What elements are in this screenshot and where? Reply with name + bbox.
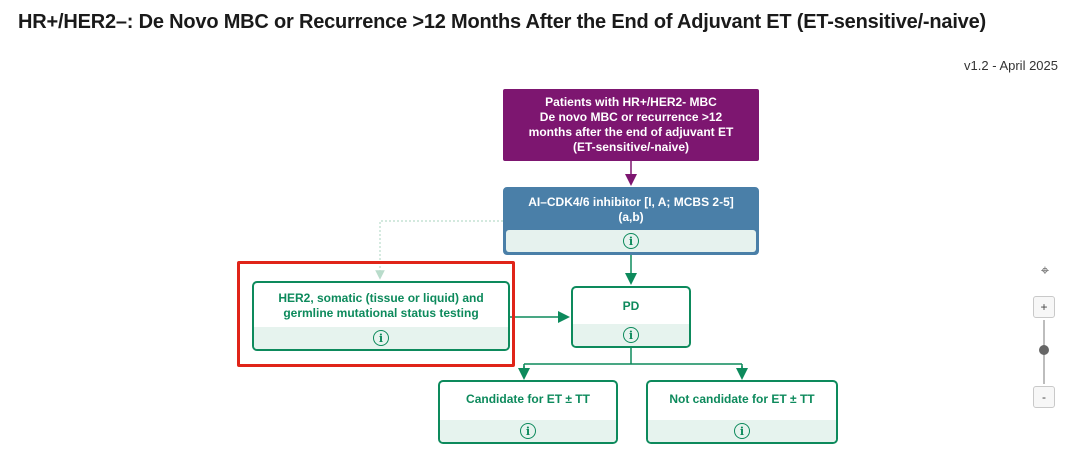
zoom-slider-handle[interactable] <box>1039 345 1049 355</box>
candidate-node[interactable]: Candidate for ET ± TT i <box>438 380 618 444</box>
info-icon[interactable]: i <box>373 330 389 346</box>
her2-testing-node[interactable]: HER2, somatic (tissue or liquid) and ger… <box>252 281 510 351</box>
version-label: v1.2 - April 2025 <box>964 58 1058 73</box>
treatment-info-bar: i <box>506 230 756 252</box>
info-icon[interactable]: i <box>520 423 536 439</box>
connector-pd-split <box>523 348 743 373</box>
candidate-info-bar: i <box>440 420 616 442</box>
info-icon[interactable]: i <box>623 327 639 343</box>
page-title: HR+/HER2–: De Novo MBC or Recurrence >12… <box>18 11 986 33</box>
zoom-out-button[interactable]: - <box>1033 386 1055 408</box>
her2-testing-node-text: HER2, somatic (tissue or liquid) and ger… <box>278 291 484 320</box>
pd-node[interactable]: PD i <box>571 286 691 348</box>
start-node-text: Patients with HR+/HER2- MBC De novo MBC … <box>528 95 734 154</box>
info-icon[interactable]: i <box>734 423 750 439</box>
info-icon[interactable]: i <box>623 233 639 249</box>
start-node[interactable]: Patients with HR+/HER2- MBC De novo MBC … <box>503 89 759 161</box>
pd-node-label: PD <box>622 299 640 313</box>
selection-highlight <box>237 261 515 367</box>
not-candidate-node-label: Not candidate for ET ± TT <box>669 392 815 406</box>
fit-view-icon[interactable]: ⌖ <box>1040 261 1050 279</box>
zoom-in-button[interactable]: + <box>1033 296 1055 318</box>
candidate-node-label: Candidate for ET ± TT <box>466 392 590 406</box>
treatment-node-text: AI–CDK4/6 inhibitor [I, A; MCBS 2-5] (a,… <box>528 195 734 224</box>
not-candidate-node[interactable]: Not candidate for ET ± TT i <box>646 380 838 444</box>
connector-treatment-to-her2-dotted <box>375 220 503 280</box>
treatment-node[interactable]: AI–CDK4/6 inhibitor [I, A; MCBS 2-5] (a,… <box>503 187 759 255</box>
not-candidate-info-bar: i <box>648 420 836 442</box>
pd-info-bar: i <box>573 324 689 346</box>
her2-info-bar: i <box>254 327 508 349</box>
